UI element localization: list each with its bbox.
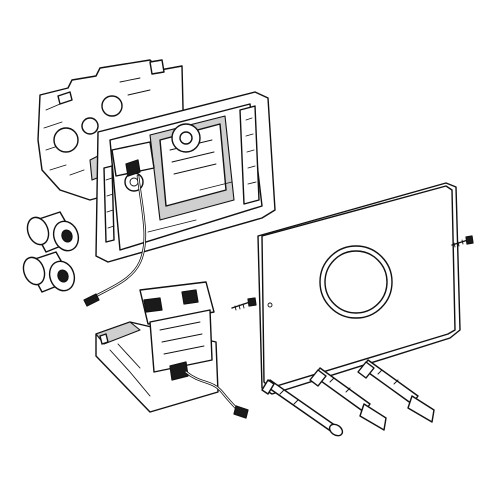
screw-1 [451, 235, 474, 248]
battery-2 [22, 251, 76, 293]
rod-2 [309, 367, 387, 431]
rod-3 [357, 359, 435, 423]
cover-plate [257, 182, 461, 395]
rod-1 [261, 379, 344, 437]
actuator-cable [184, 370, 249, 419]
electronics-housing [95, 91, 276, 263]
housing-cable [83, 174, 147, 307]
screw-2 [231, 297, 257, 311]
actuator-module [95, 281, 219, 413]
battery-1 [26, 211, 80, 253]
